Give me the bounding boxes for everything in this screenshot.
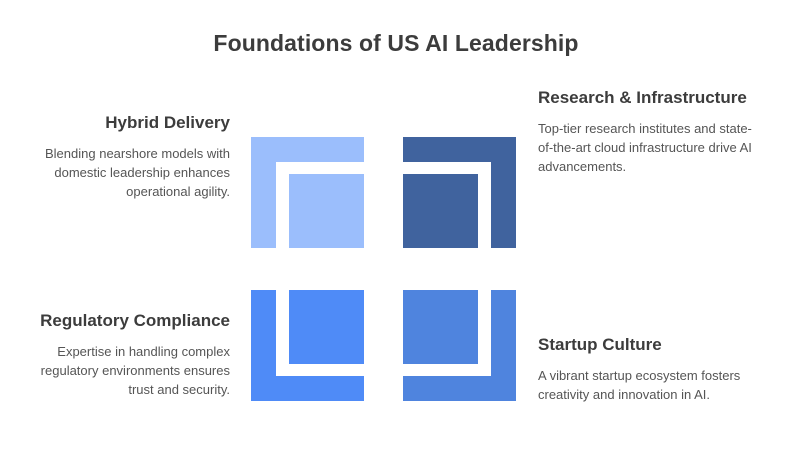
bracket-square-top-right-icon: [403, 137, 516, 248]
quadrant-hybrid-delivery: Hybrid Delivery Blending nearshore model…: [16, 112, 230, 202]
quadrant-body-startup-culture: A vibrant startup ecosystem fosters crea…: [538, 367, 741, 402]
icon-research-infrastructure: [403, 137, 516, 248]
quadrant-body-regulatory-compliance: Expertise in handling complex regulatory…: [40, 343, 230, 397]
quadrant-regulatory-compliance: Regulatory Compliance Expertise in handl…: [16, 310, 230, 400]
page-title: Foundations of US AI Leadership: [213, 30, 579, 56]
quadrant-heading-regulatory-compliance: Regulatory Compliance: [40, 311, 230, 330]
quadrant-heading-startup-culture: Startup Culture: [538, 335, 662, 354]
quadrant-body-research-infrastructure: Top-tier research institutes and state-o…: [538, 120, 752, 174]
quadrant-heading-research-infrastructure: Research & Infrastructure: [538, 88, 747, 107]
quadrant-startup-culture: Startup Culture A vibrant startup ecosys…: [538, 334, 752, 405]
quadrant-research-infrastructure: Research & Infrastructure Top-tier resea…: [538, 87, 752, 177]
quadrant-heading-hybrid-delivery: Hybrid Delivery: [105, 113, 230, 132]
bracket-shape: [403, 137, 516, 248]
bracket-square-bottom-left-icon: [251, 290, 364, 401]
bracket-square-bottom-right-icon: [403, 290, 516, 401]
inner-square-shape: [289, 290, 364, 364]
bracket-shape: [403, 290, 516, 401]
icon-hybrid-delivery: [251, 137, 364, 248]
bracket-shape: [251, 137, 364, 248]
inner-square-shape: [403, 174, 478, 248]
inner-square-shape: [403, 290, 478, 364]
quadrant-body-hybrid-delivery: Blending nearshore models with domestic …: [45, 145, 230, 199]
inner-square-shape: [289, 174, 364, 248]
icon-regulatory-compliance: [251, 290, 364, 401]
bracket-shape: [251, 290, 364, 401]
bracket-square-top-left-icon: [251, 137, 364, 248]
icon-startup-culture: [403, 290, 516, 401]
infographic-grid: Hybrid Delivery Blending nearshore model…: [0, 82, 792, 468]
